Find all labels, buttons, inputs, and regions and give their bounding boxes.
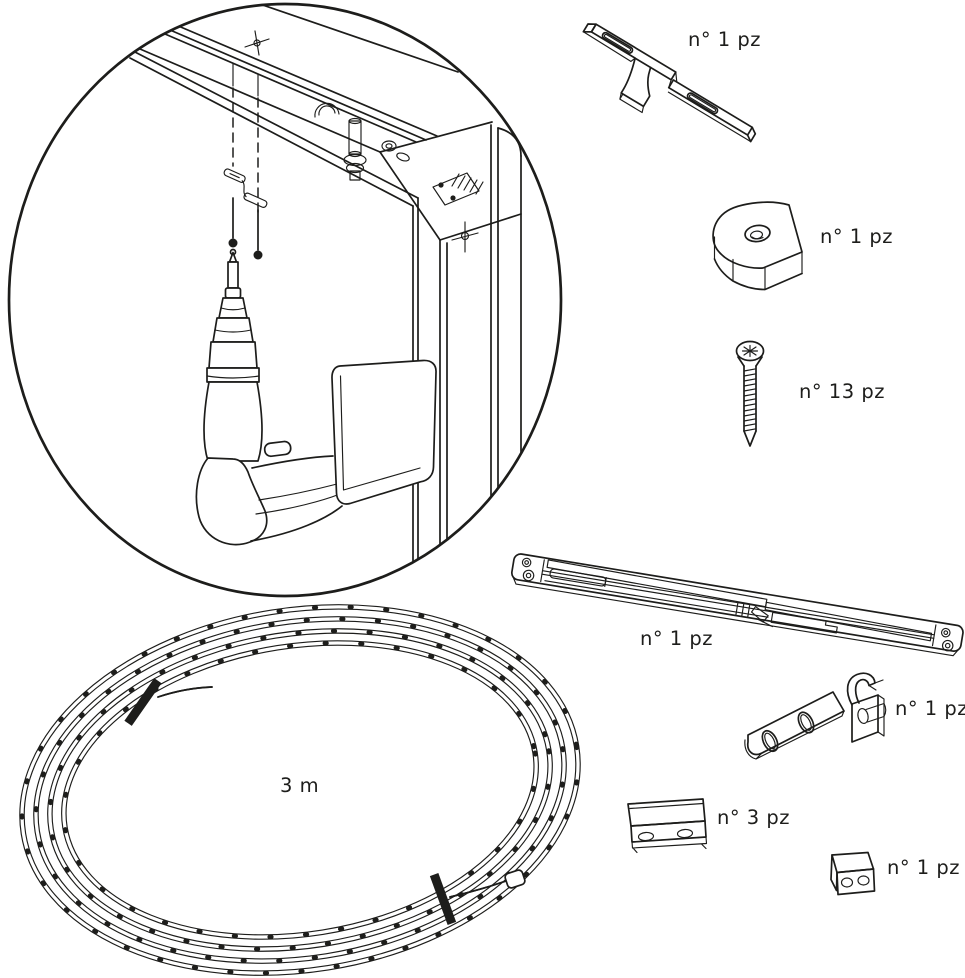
drill-illustration [195, 248, 437, 546]
corner-catch-bracket [432, 172, 484, 206]
cable-end-cap [504, 869, 526, 889]
part-quantity-label: n° 3 pz [717, 806, 791, 829]
part-quantity-label: n° 1 pz [820, 225, 894, 248]
part-mounting-bracket [582, 23, 757, 143]
part-corner-guide [712, 201, 803, 291]
part-quantity-label: n° 13 pz [799, 380, 885, 403]
cable-tie-band [124, 678, 162, 726]
detail-circle-outline [7, 2, 563, 598]
screws-being-driven [228, 197, 263, 260]
drill-trigger [263, 440, 292, 458]
detail-circle [7, 2, 563, 598]
part-quantity-label: n° 1 pz [895, 697, 965, 720]
fixing-clip [223, 168, 268, 208]
part-screw [735, 340, 765, 447]
crosshair-marks [244, 30, 479, 253]
track-roller-mechanism [314, 102, 410, 181]
door-frame-track [129, 4, 522, 576]
part-end-block [830, 851, 876, 896]
drill-battery [331, 359, 437, 505]
cable-coil [19, 604, 581, 976]
part-clip-plate [627, 798, 708, 854]
cable-tie-band [429, 873, 457, 925]
part-quantity-label: n° 1 pz [640, 627, 714, 650]
screw-guide-lines [223, 87, 268, 260]
cable-free-end [157, 686, 213, 698]
part-quantity-label: n° 1 pz [887, 856, 961, 879]
part-damper-rail [510, 553, 964, 657]
cable-length-label: 3 m [280, 774, 320, 797]
part-quantity-label: n° 1 pz [688, 28, 762, 51]
part-hook-bracket [744, 672, 887, 760]
rail-teeth-band [546, 559, 768, 608]
